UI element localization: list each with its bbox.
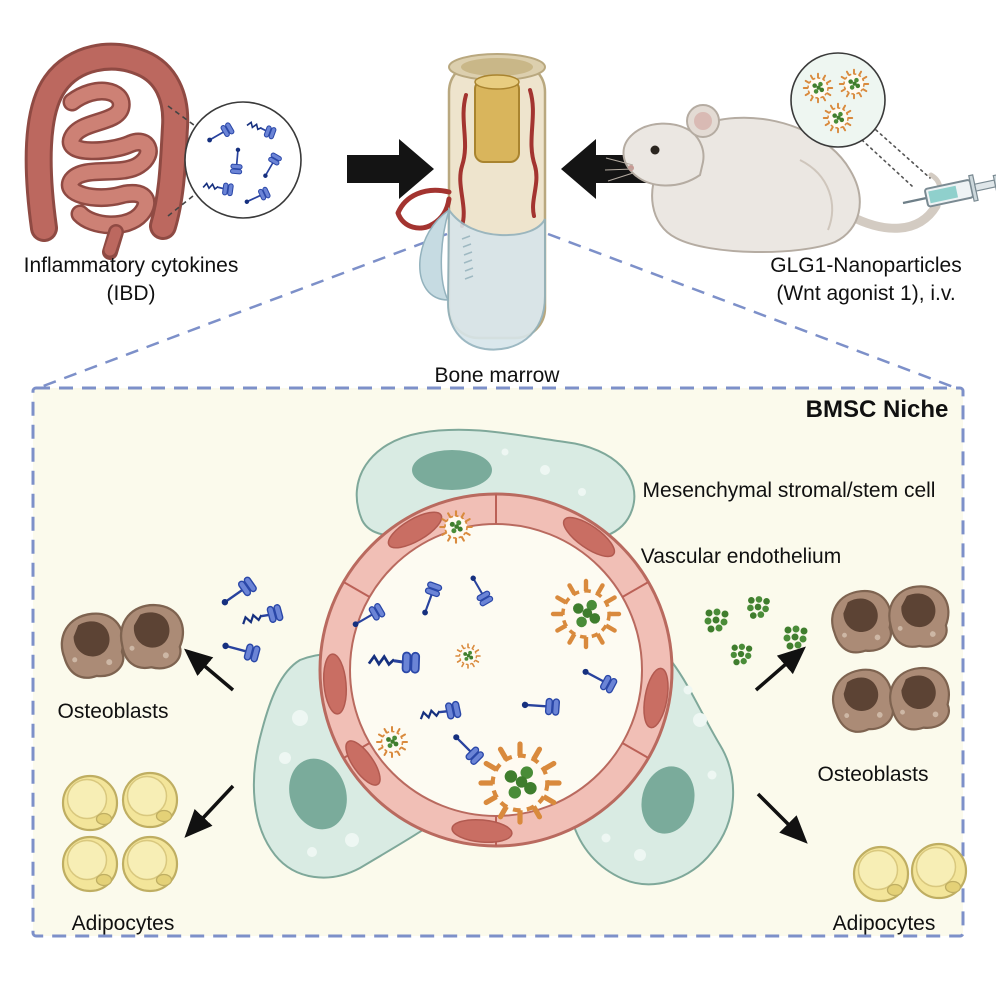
intestine-illustration [24, 42, 190, 260]
bone-marrow-label: Bone marrow [434, 364, 560, 387]
osteoblasts-right-label: Osteoblasts [817, 763, 929, 786]
arrow-right-icon [561, 139, 648, 199]
mouse-illustration [604, 104, 943, 254]
differentiation-arrows [183, 646, 808, 844]
cytokine-magnifier [167, 101, 302, 219]
vascular-endothelium-label: Vascular endothelium [640, 545, 842, 568]
adipocytes-left-label: Adipocytes [71, 912, 175, 935]
endothelial-nuclei [322, 511, 669, 844]
nanoparticle-magnifier [790, 52, 931, 187]
osteoblasts-left-label: Osteoblasts [57, 700, 169, 723]
bone-marrow-illustration [395, 53, 547, 351]
arrow-left-icon [347, 139, 434, 199]
glg1-nanoparticles-label: GLG1-Nanoparticles (Wnt agonist 1), i.v. [770, 254, 962, 305]
zoom-connector-lines [37, 232, 957, 390]
inflammatory-cytokines-label: Inflammatory cytokines (IBD) [23, 254, 239, 305]
mesenchymal-stromal-cell-label: Mesenchymal stromal/stem cell [642, 479, 936, 502]
adipocytes-right-label: Adipocytes [832, 912, 936, 935]
syringe-icon [902, 174, 996, 208]
bmsc-niche-title: BMSC Niche [805, 396, 949, 423]
